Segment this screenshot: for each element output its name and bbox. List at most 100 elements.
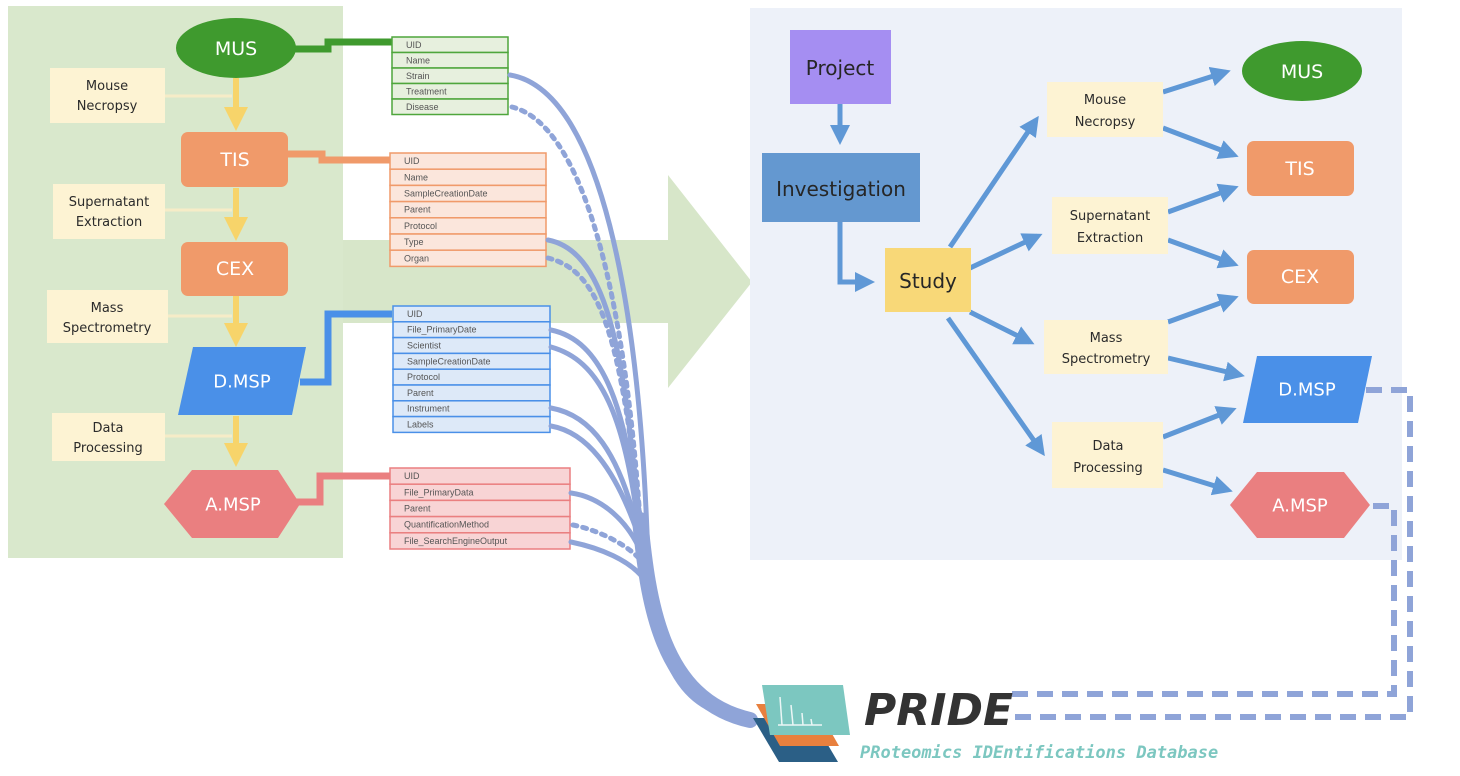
field-label: Treatment <box>406 86 447 96</box>
svg-text:CEX: CEX <box>1281 266 1319 288</box>
table-row: File_PrimaryDate <box>392 321 551 339</box>
table-row: Name <box>391 51 509 69</box>
field-label: Type <box>404 237 424 247</box>
field-label: Labels <box>407 420 434 430</box>
connector-bundle <box>632 512 758 728</box>
right-node-investigation[interactable]: Investigation <box>762 153 920 222</box>
amsp-to-pride <box>1012 503 1397 697</box>
right-node-study[interactable]: Study <box>885 248 971 312</box>
svg-text:Data: Data <box>1092 439 1123 454</box>
right-entity-amsp[interactable]: A.MSP <box>1230 472 1370 538</box>
right-entity-cex[interactable]: CEX <box>1247 250 1354 304</box>
pride-subtitle: PRoteomics IDEntifications Database <box>860 743 1218 763</box>
left-entity-dmsp[interactable]: D.MSP <box>178 347 306 415</box>
right-entity-mus[interactable]: MUS <box>1242 41 1362 101</box>
svg-text:Spectrometry: Spectrometry <box>1062 352 1151 367</box>
field-label: Name <box>406 55 430 65</box>
left-entity-mus[interactable]: MUS <box>176 18 296 78</box>
table-row: SampleCreationDate <box>392 352 551 370</box>
table-row: Name <box>389 168 547 187</box>
left-process-mouse-necropsy: Mouse Necropsy <box>50 68 165 123</box>
table-row: Type <box>389 233 547 251</box>
table-row: Instrument <box>392 400 551 418</box>
right-process-mass-spectrometry: Mass Spectrometry <box>1044 320 1168 374</box>
svg-text:A.MSP: A.MSP <box>205 495 261 516</box>
table-row: QuantificationMethod <box>389 515 571 534</box>
field-label: Organ <box>404 253 429 263</box>
table-row: Scientist <box>392 336 551 355</box>
connector-instrument <box>548 405 643 543</box>
right-entity-tis[interactable]: TIS <box>1247 141 1354 196</box>
svg-text:Extraction: Extraction <box>76 215 142 230</box>
connector-organ <box>545 255 643 523</box>
field-label: Parent <box>404 504 431 514</box>
svg-text:Mouse: Mouse <box>86 79 128 94</box>
table-amsp: UIDFile_PrimaryDataParentQuantificationM… <box>389 467 571 550</box>
table-dmsp: UIDFile_PrimaryDateScientistSampleCreati… <box>392 305 551 434</box>
svg-text:D.MSP: D.MSP <box>213 372 271 393</box>
pride-chart-icon <box>778 696 822 726</box>
connector-labels <box>548 423 643 543</box>
field-label: QuantificationMethod <box>404 520 489 530</box>
field-label: Strain <box>406 71 430 81</box>
svg-text:Supernatant: Supernatant <box>69 195 149 210</box>
field-tables: UIDNameStrainTreatmentDiseaseUIDNameSamp… <box>389 36 571 550</box>
left-entity-amsp[interactable]: A.MSP <box>164 470 300 538</box>
svg-text:Necropsy: Necropsy <box>1075 115 1136 130</box>
table-row: Disease <box>391 98 509 116</box>
svg-text:Supernatant: Supernatant <box>1070 209 1150 224</box>
svg-text:Mass: Mass <box>91 301 124 316</box>
svg-text:Necropsy: Necropsy <box>77 99 138 114</box>
pride-layer-teal <box>762 685 850 735</box>
svg-text:Project: Project <box>806 56 875 80</box>
svg-text:Processing: Processing <box>73 441 142 456</box>
field-label: File_SearchEngineOutput <box>404 536 508 546</box>
field-label: SampleCreationDate <box>407 356 491 366</box>
left-process-connectors <box>165 94 232 438</box>
field-label: Parent <box>407 388 434 398</box>
svg-text:TIS: TIS <box>219 149 249 171</box>
right-process-data-processing: Data Processing <box>1052 422 1163 488</box>
table-row: SampleCreationDate <box>389 184 547 203</box>
field-label: UID <box>404 156 420 166</box>
field-label: UID <box>406 40 422 50</box>
right-entity-dmsp[interactable]: D.MSP <box>1243 356 1372 423</box>
table-row: Protocol <box>392 368 551 386</box>
svg-text:CEX: CEX <box>216 258 254 280</box>
pride-connectors <box>507 72 758 728</box>
right-flow-arrows <box>830 67 1245 496</box>
left-entity-cex[interactable]: CEX <box>181 242 288 296</box>
svg-text:Mass: Mass <box>1090 331 1123 346</box>
table-row: Strain <box>391 67 509 85</box>
svg-text:Data: Data <box>92 421 123 436</box>
svg-text:A.MSP: A.MSP <box>1272 496 1328 517</box>
field-label: Protocol <box>407 372 440 382</box>
svg-text:Spectrometry: Spectrometry <box>63 321 152 336</box>
svg-text:D.MSP: D.MSP <box>1278 380 1336 401</box>
left-process-supernatant-extraction: Supernatant Extraction <box>53 184 165 239</box>
svg-text:Investigation: Investigation <box>776 177 906 201</box>
svg-text:MUS: MUS <box>1281 61 1323 83</box>
entity-table-connectors <box>286 38 392 506</box>
svg-text:Study: Study <box>899 269 957 293</box>
field-label: Parent <box>404 205 431 215</box>
right-process-mouse-necropsy: Mouse Necropsy <box>1047 82 1163 137</box>
table-tis: UID NameSampleCreationDateParentProtocolT… <box>389 152 547 268</box>
right-node-project[interactable]: Project <box>790 30 891 104</box>
transition-arrow <box>343 175 752 388</box>
field-label: Disease <box>406 102 439 112</box>
table-row: Treatment <box>391 82 509 100</box>
svg-text:Mouse: Mouse <box>1084 93 1126 108</box>
svg-text:Processing: Processing <box>1073 461 1142 476</box>
pride-logo: PRIDE PRoteomics IDEntifications Databas… <box>753 685 1218 763</box>
left-entity-tis[interactable]: TIS <box>181 132 288 187</box>
field-label: Protocol <box>404 221 437 231</box>
table-row: UID <box>391 36 509 54</box>
field-label: UID <box>404 471 420 481</box>
table-row: Organ <box>389 249 547 268</box>
pride-dashed-connectors <box>1012 387 1413 720</box>
right-process-supernatant-extraction: Supernatant Extraction <box>1052 197 1168 254</box>
field-label: Name <box>404 172 428 182</box>
